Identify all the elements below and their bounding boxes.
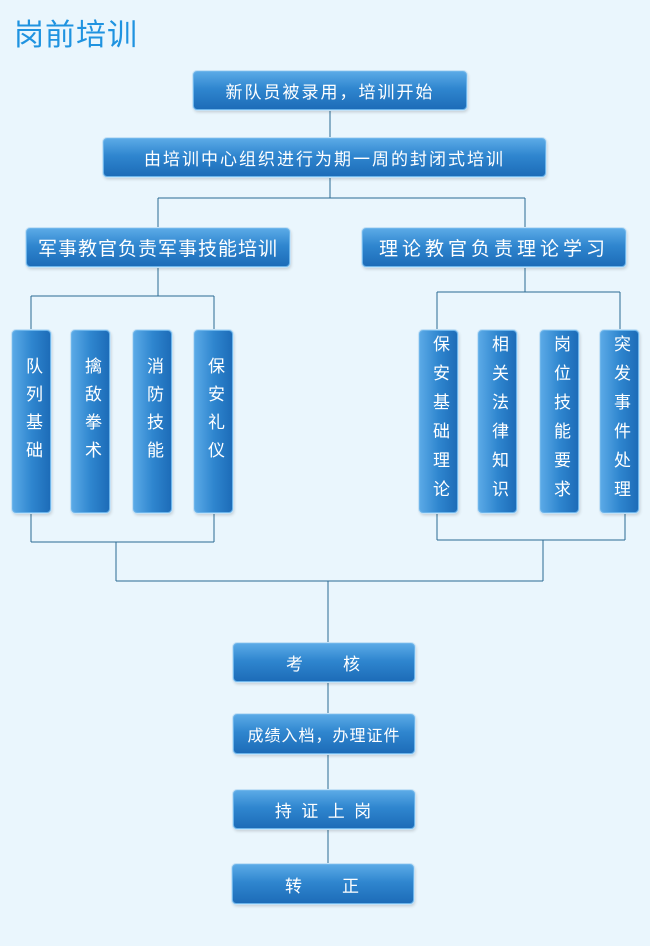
step-military-training: 军事教官负责军事技能培训 (26, 228, 290, 267)
step-exam: 考 核 (233, 643, 415, 682)
page-title: 岗前培训 (14, 18, 138, 53)
military-item-3: 消防技能 (133, 330, 172, 513)
step-on-duty: 持 证 上 岗 (233, 790, 415, 829)
step-theory-training: 理论教官负责理论学习 (362, 228, 626, 267)
step-start: 新队员被录用，培训开始 (193, 71, 467, 110)
step-closed-training: 由培训中心组织进行为期一周的封闭式培训 (103, 138, 546, 177)
military-item-1: 队列基础 (12, 330, 51, 513)
step-record-certificate: 成绩入档，办理证件 (233, 714, 415, 754)
military-item-4: 保安礼仪 (194, 330, 233, 513)
military-item-2: 擒敌拳术 (71, 330, 110, 513)
step-regular: 转 正 (232, 864, 414, 904)
theory-item-3: 岗位技能要求 (540, 330, 579, 513)
theory-item-2: 相关法律知识 (478, 330, 517, 513)
theory-item-1: 保安基础理论 (419, 330, 458, 513)
theory-item-4: 突发事件处理 (600, 330, 639, 513)
